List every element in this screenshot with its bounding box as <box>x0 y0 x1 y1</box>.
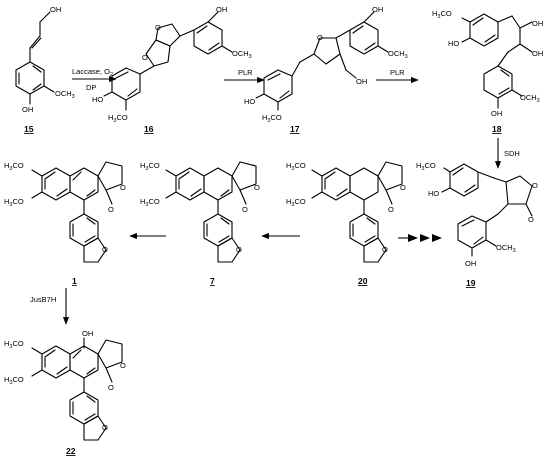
compound-label-22: 22 <box>66 446 76 456</box>
arrow-label-laccase: Laccase, O2 <box>72 67 113 78</box>
atom-h3co: H3CO <box>432 9 452 20</box>
atom-h3co: H3CO <box>140 161 160 172</box>
arrow-label-jusb7h: JusB7H <box>30 295 56 304</box>
atom-o: O <box>120 183 126 192</box>
atom-oh: OH <box>465 259 476 268</box>
atom-oh: OH <box>532 49 543 58</box>
compound-label-17: 17 <box>290 124 300 134</box>
atom-o: O <box>528 215 534 224</box>
compound-label-15: 15 <box>24 124 34 134</box>
atom-oh: OH <box>216 5 227 14</box>
atom-o: O <box>236 245 242 254</box>
atom-o: O <box>317 33 323 42</box>
atom-h3co: H3CO <box>140 197 160 208</box>
atom-o: O <box>108 205 114 214</box>
atom-ho: HO <box>92 95 103 104</box>
atom-och3: OCH3 <box>496 243 516 254</box>
atom-o: O <box>108 383 114 392</box>
compound-label-19: 19 <box>466 278 476 288</box>
atom-h3co: H3CO <box>4 161 24 172</box>
atom-o: O <box>532 181 538 190</box>
compound-label-20: 20 <box>358 276 368 286</box>
compound-7-structure: H3CO H3CO O O O <box>140 161 260 263</box>
arrow-label-sdh: SDH <box>504 149 520 158</box>
atom-o: O <box>388 205 394 214</box>
compound-label-1: 1 <box>72 276 77 286</box>
atom-o: O <box>242 205 248 214</box>
compound-18-structure: H3CO HO OH OH OCH3 OH <box>432 9 543 118</box>
atom-ho: HO <box>448 39 459 48</box>
atom-och3: OCH3 <box>520 93 540 104</box>
atom-o: O <box>102 423 108 432</box>
atom-o: O <box>120 361 126 370</box>
arrow-15-to-16: Laccase, O2 DP <box>72 67 117 92</box>
atom-h3co: H3CO <box>108 113 128 124</box>
atom-h3co: H3CO <box>4 339 24 350</box>
atom-h3co: H3CO <box>4 375 24 386</box>
atom-oh: OH <box>82 329 93 338</box>
atom-o: O <box>382 245 388 254</box>
atom-och3: OCH3 <box>232 49 252 60</box>
atom-h3co: H3CO <box>286 197 306 208</box>
atom-o: O <box>142 53 148 62</box>
atom-h3co: H3CO <box>4 197 24 208</box>
compound-20-structure: H3CO H3CO O O O <box>286 161 406 263</box>
atom-oh: OH <box>356 77 367 86</box>
compound-19-structure: H3CO HO O O OCH3 OH <box>416 161 538 268</box>
atom-oh: OH <box>491 109 502 118</box>
arrow-18-to-19: SDH <box>494 138 520 169</box>
atom-o: O <box>102 245 108 254</box>
atom-oh: OH <box>532 19 543 28</box>
compound-16-structure: O O OH OCH3 HO H3CO <box>92 5 252 124</box>
atom-ho: HO <box>244 97 255 106</box>
compound-label-7: 7 <box>210 276 215 286</box>
atom-h3co: H3CO <box>262 113 282 124</box>
arrow-19-to-20 <box>398 234 442 242</box>
arrow-label-dp: DP <box>86 83 96 92</box>
compound-17-structure: O OH OCH3 OH HO H3CO <box>244 5 408 124</box>
atom-h3co: H3CO <box>416 161 436 172</box>
atom-o: O <box>155 23 161 32</box>
atom-och3: OCH3 <box>55 89 75 100</box>
compound-label-18: 18 <box>492 124 502 134</box>
arrow-label-plr: PLR <box>390 68 405 77</box>
arrow-label-plr: PLR <box>238 68 253 77</box>
atom-oh: OH <box>22 105 33 114</box>
compound-1-structure: H3CO H3CO O O O <box>4 161 126 263</box>
atom-o: O <box>254 183 260 192</box>
compound-15-structure: OH OCH3 OH <box>15 5 75 114</box>
atom-o: O <box>400 183 406 192</box>
arrow-16-to-17: PLR <box>224 68 265 84</box>
atom-ho: HO <box>428 189 439 198</box>
compound-22-structure: OH H3CO H3CO O O O <box>4 329 126 441</box>
atom-oh: OH <box>372 5 383 14</box>
arrow-17-to-18: PLR <box>376 68 419 84</box>
atom-h3co: H3CO <box>286 161 306 172</box>
arrow-1-to-22: JusB7H <box>30 288 70 325</box>
atom-oh: OH <box>50 5 61 14</box>
compound-label-16: 16 <box>144 124 154 134</box>
atom-och3: OCH3 <box>388 49 408 60</box>
